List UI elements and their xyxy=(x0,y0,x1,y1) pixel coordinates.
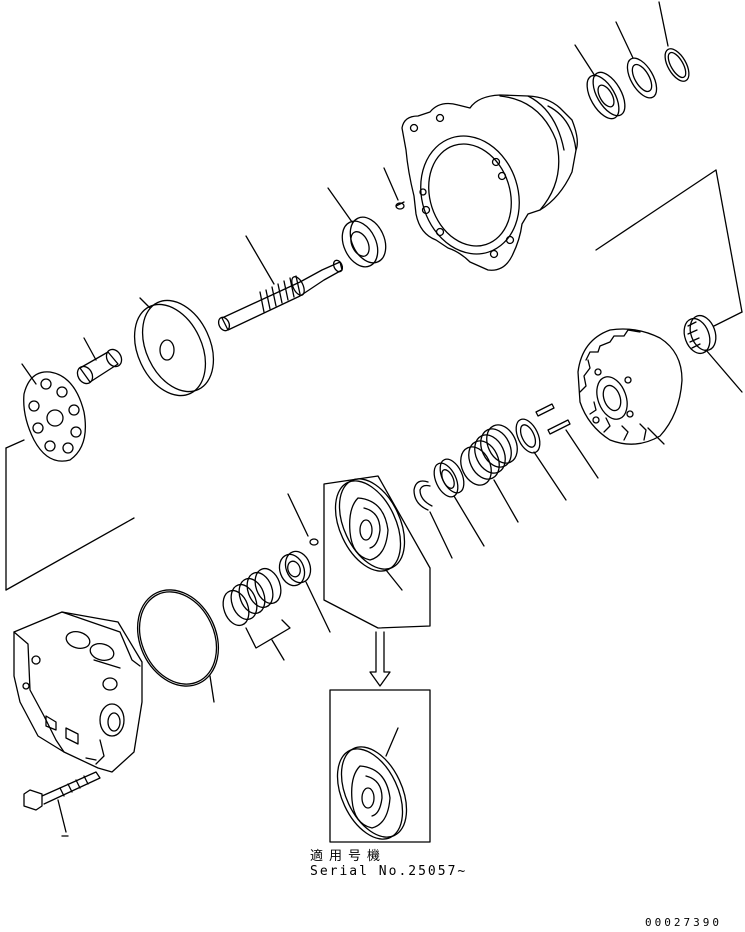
assembly-bracket-lines xyxy=(5,169,743,591)
cylinder-block xyxy=(577,328,683,445)
pins-pair xyxy=(535,403,599,479)
bearing-top xyxy=(574,44,626,120)
bearing-mid xyxy=(278,550,331,633)
swash-plate xyxy=(133,297,215,397)
dowel-pin-housing xyxy=(383,167,405,210)
dowel-pin-valve xyxy=(287,493,319,546)
valve-plate-box xyxy=(323,475,431,629)
end-cover xyxy=(13,611,143,773)
drawing-number: 00027390 xyxy=(645,916,722,929)
applicability-title: 適用号機 xyxy=(310,849,387,864)
spring-seat xyxy=(433,458,485,547)
spring-large xyxy=(460,424,519,523)
thin-washer xyxy=(515,418,567,501)
down-arrow xyxy=(369,631,391,687)
motor-housing xyxy=(401,94,578,271)
piston xyxy=(76,337,123,385)
hex-bolt xyxy=(23,771,101,837)
spring-small xyxy=(222,567,291,661)
washer-top xyxy=(615,21,658,99)
applicability-serial: Serial No.25057~ xyxy=(310,864,468,879)
drive-shaft xyxy=(217,235,344,332)
snap-ring-top xyxy=(658,1,690,82)
oil-seal xyxy=(327,187,387,268)
alternate-valve-plate-box xyxy=(329,689,431,843)
snap-ring-mid xyxy=(413,480,453,559)
retainer-plate xyxy=(21,363,87,462)
needle-bearing xyxy=(683,314,743,393)
o-ring xyxy=(136,589,220,703)
